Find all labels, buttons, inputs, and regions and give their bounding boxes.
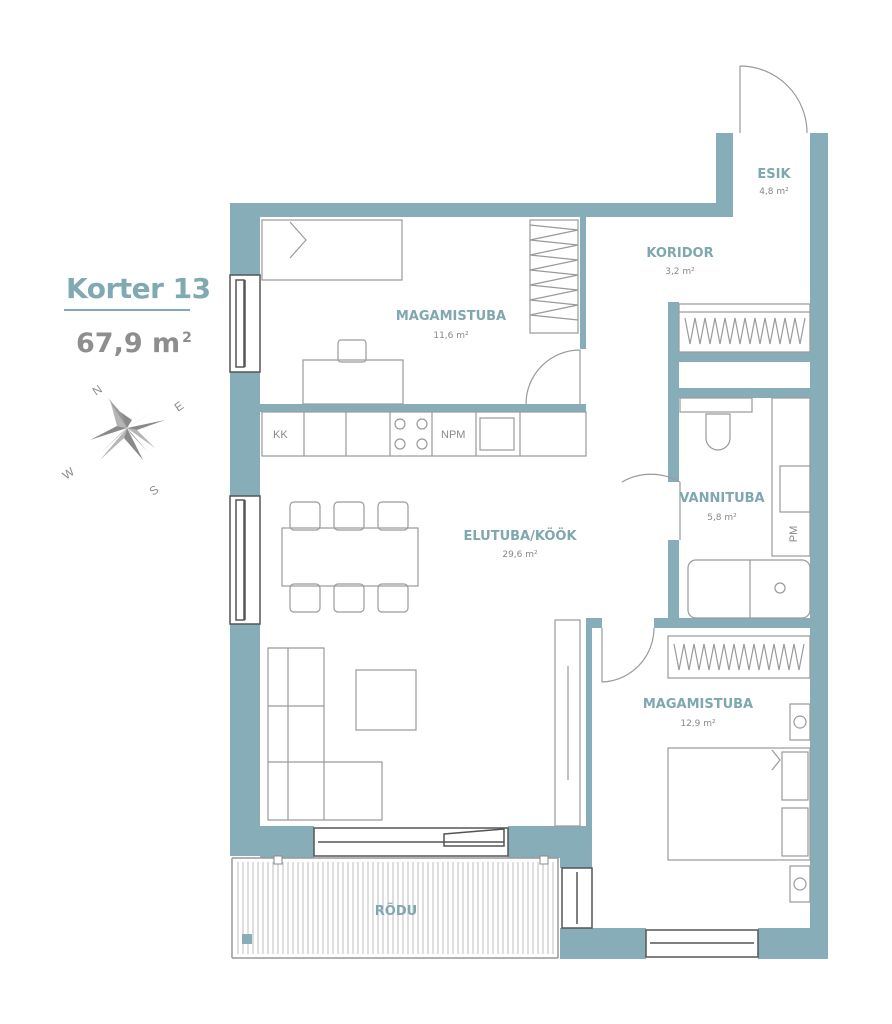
apartment-area-value: 67,9 m <box>76 328 181 359</box>
kitchen-counter <box>261 411 587 457</box>
toilet-icon <box>705 413 731 451</box>
apartment-title: Korter 13 <box>66 272 211 305</box>
room-area: 4,8 m² <box>759 187 789 197</box>
door-bedroom1-icon <box>525 349 581 405</box>
door-bathroom-icon <box>621 473 681 540</box>
washbasin-icon <box>779 465 811 513</box>
balcony-deck <box>231 855 559 959</box>
bathtub-icon <box>687 559 811 619</box>
furniture <box>261 65 811 903</box>
room-area: 11,6 m² <box>433 331 469 341</box>
room-area: 29,6 m² <box>502 550 538 560</box>
room-area: 12,9 m² <box>680 719 716 729</box>
coffee-table-icon <box>355 669 417 731</box>
wardrobe-icon <box>529 219 579 334</box>
apartment-area-unit: 2 <box>182 330 192 346</box>
room-labels: MAGAMISTUBA 11,6 m² KORIDOR 3,2 m² ESIK … <box>375 167 792 919</box>
compass-s-label: S <box>147 482 162 498</box>
interior-walls <box>260 217 810 828</box>
door-entrance-icon <box>739 65 808 134</box>
single-bed-icon <box>261 219 403 281</box>
double-bed-icon <box>667 747 811 861</box>
fixture-npm-label: NPM <box>441 429 465 441</box>
compass-w-label: W <box>60 464 78 482</box>
sink-icon <box>479 417 515 451</box>
room-name: VANNITUBA <box>679 491 764 506</box>
room-name: MAGAMISTUBA <box>396 309 506 324</box>
toilet-tank <box>679 397 753 413</box>
compass-rose-icon <box>90 398 165 460</box>
exterior-walls <box>230 133 828 959</box>
tv-stand-icon <box>554 619 581 827</box>
compass-n-label: N <box>90 382 105 398</box>
door-bedroom2-icon <box>601 627 655 683</box>
room-area: 5,8 m² <box>707 513 737 523</box>
compass-e-label: E <box>172 398 187 414</box>
hall-wardrobe-icon <box>678 303 811 353</box>
desk-icon <box>302 359 404 405</box>
title-divider <box>64 309 190 311</box>
room-name: KORIDOR <box>646 246 713 261</box>
room-name: RÕDU <box>375 903 417 919</box>
fixture-pm-label: PM <box>788 526 800 543</box>
dining-table-icon <box>281 527 419 587</box>
room-area: 3,2 m² <box>665 267 695 277</box>
room-name: ESIK <box>757 167 791 182</box>
room-name: MAGAMISTUBA <box>643 697 753 712</box>
wardrobe-2-icon <box>667 635 811 679</box>
sofa-icon <box>267 647 383 821</box>
room-name: ELUTUBA/KÖÖK <box>463 528 577 544</box>
fixture-kk-label: KK <box>273 429 288 441</box>
desk-chair-icon <box>337 339 367 363</box>
